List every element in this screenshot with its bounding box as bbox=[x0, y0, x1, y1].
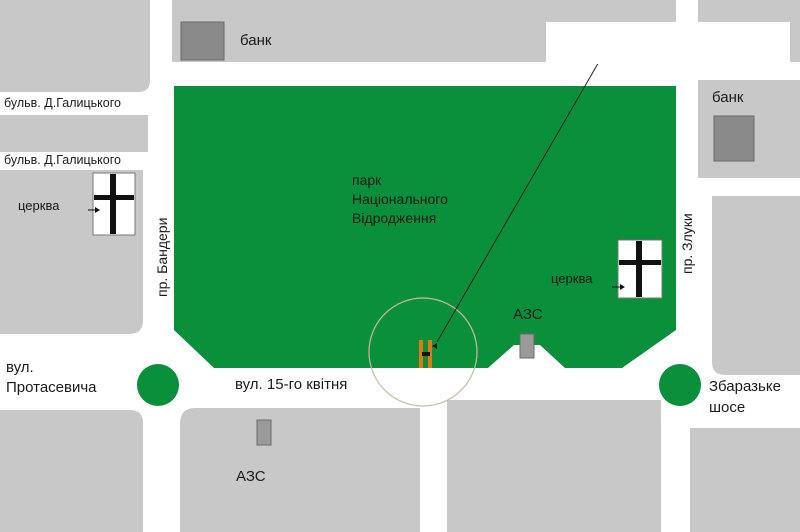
block-blvd-strip bbox=[0, 115, 148, 152]
church-right-label: церква bbox=[551, 271, 593, 286]
callout-box bbox=[546, 22, 790, 64]
roundabout-right bbox=[659, 364, 701, 406]
park-label-1: парк bbox=[352, 172, 382, 188]
block-top-left bbox=[0, 0, 150, 92]
park-label-3: Відродження bbox=[352, 210, 436, 226]
church-left-label: церква bbox=[18, 198, 60, 213]
street-label-kvitnia[interactable]: вул. 15-го квітня bbox=[235, 376, 347, 393]
gas-station-top-icon bbox=[519, 333, 535, 359]
street-label-zbarazke-1[interactable]: Збаразьке bbox=[709, 378, 781, 395]
gas-station-bottom-icon bbox=[256, 419, 272, 446]
street-label-zluky[interactable]: пр. Злуки bbox=[679, 213, 695, 274]
bank-top-icon bbox=[180, 21, 225, 61]
park-label-2: Національного bbox=[352, 191, 448, 207]
church-left-pointer bbox=[88, 207, 100, 213]
bank-right-icon bbox=[713, 115, 755, 162]
church-left-icon bbox=[92, 172, 136, 236]
church-right-pointer bbox=[612, 284, 625, 290]
street-label-zbarazke-2[interactable]: шосе bbox=[709, 399, 745, 416]
street-label-protasevycha-1[interactable]: вул. bbox=[6, 359, 34, 376]
street-label-blvd-2[interactable]: бульв. Д.Галицького bbox=[4, 153, 121, 167]
street-label-protasevycha-2[interactable]: Протасевича bbox=[6, 379, 97, 396]
gas-station-bottom-label: АЗС bbox=[236, 468, 266, 485]
gas-station-top-label: АЗС bbox=[513, 306, 543, 323]
park-area bbox=[174, 86, 676, 368]
roundabout-left bbox=[137, 364, 179, 406]
block-right-middle bbox=[712, 196, 800, 375]
bank-top-label: банк bbox=[240, 32, 272, 49]
church-right-icon bbox=[617, 239, 663, 299]
block-bottom-right bbox=[690, 428, 800, 532]
block-bottom-left bbox=[0, 410, 143, 532]
street-label-blvd-1[interactable]: бульв. Д.Галицького bbox=[4, 96, 121, 110]
location-highlight-circle bbox=[368, 297, 478, 407]
street-label-bandery[interactable]: пр. Бандери bbox=[154, 218, 170, 297]
location-marker-icon bbox=[419, 340, 437, 368]
callout-leader-line bbox=[436, 59, 601, 343]
bank-right-label: банк bbox=[712, 89, 744, 106]
block-azs-bottom bbox=[180, 408, 420, 532]
block-bottom-middle bbox=[447, 400, 661, 532]
